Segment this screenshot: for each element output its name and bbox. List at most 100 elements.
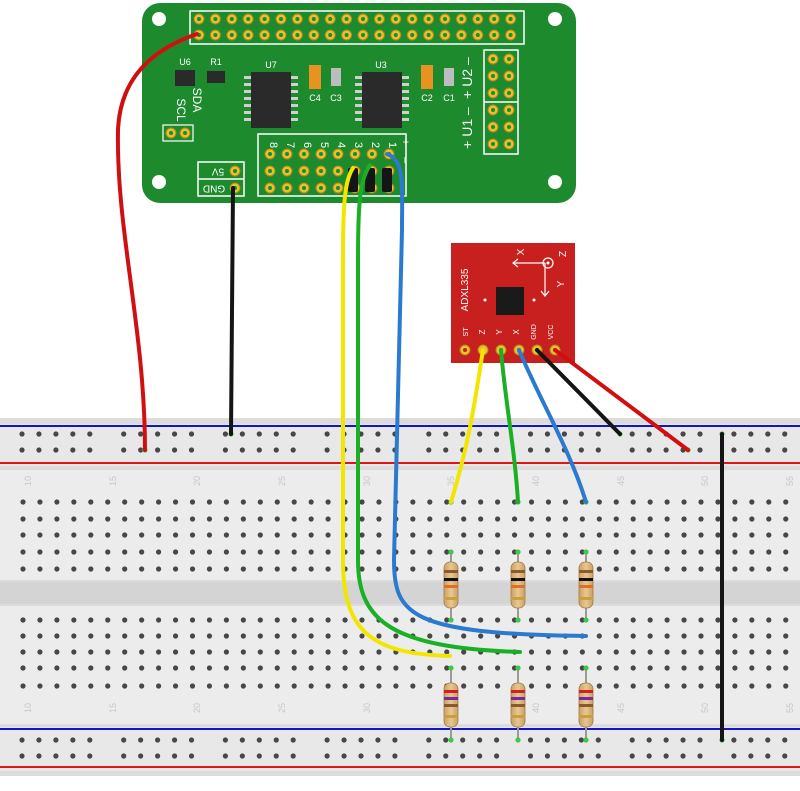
- c2-capacitor: [421, 65, 433, 89]
- wire-green-channel2[interactable]: [356, 163, 522, 654]
- col-num: 20: [192, 703, 202, 713]
- channel-4-label: 4: [335, 142, 347, 148]
- wire-green-y[interactable]: [499, 348, 520, 504]
- u1-u2-pins: [487, 53, 515, 150]
- sensor-name: ADXL335: [460, 268, 471, 311]
- u1-label: + U1 –: [459, 107, 475, 149]
- pin-label-st: ST: [463, 327, 470, 337]
- terminal-strip-bottom: [0, 606, 800, 724]
- wire-black-gnd[interactable]: [229, 186, 235, 436]
- axis-indicator: [512, 257, 554, 297]
- resistor[interactable]: [443, 668, 459, 740]
- top-power-rail: [0, 424, 800, 466]
- channel-header: [257, 133, 407, 197]
- u3-chip: [355, 72, 409, 128]
- col-num: 55: [785, 703, 795, 713]
- col-num: 40: [531, 703, 541, 713]
- col-num: 50: [700, 703, 710, 713]
- mounting-hole: [152, 12, 166, 26]
- axis-z-label: Z: [558, 251, 569, 257]
- bottom-power-rail: [0, 727, 800, 771]
- channel-1-label: 1: [386, 142, 398, 148]
- pin-label-x: X: [512, 329, 521, 335]
- axis-y-label: Y: [556, 280, 567, 287]
- resistor[interactable]: [578, 668, 594, 740]
- wire-black-sensor-gnd[interactable]: [535, 348, 622, 436]
- resistor[interactable]: [510, 552, 526, 620]
- u7-chip: [244, 72, 298, 128]
- channel-3-label: 3: [352, 142, 364, 148]
- resistor[interactable]: [578, 552, 594, 620]
- col-num: 45: [616, 703, 626, 713]
- u6-label: U6: [179, 57, 191, 67]
- r1-label: R1: [210, 57, 222, 67]
- c4-label: C4: [309, 93, 321, 103]
- wire-red-5v[interactable]: [115, 32, 199, 452]
- mounting-hole: [548, 175, 562, 189]
- jumper[interactable]: [382, 168, 392, 192]
- sensor-chip: [496, 287, 524, 315]
- col-num: 25: [277, 703, 287, 713]
- r1-resistor: [207, 71, 225, 83]
- u6-chip: [175, 70, 195, 86]
- col-num: 55: [785, 476, 795, 486]
- channel-6-label: 6: [301, 142, 313, 148]
- channel-8-label: 8: [267, 142, 279, 148]
- adxl335-sensor: ADXL335 X Y Z ST Z Y X GND VCC: [451, 243, 575, 363]
- c3-label: C3: [330, 93, 342, 103]
- wire-blue-channel1[interactable]: [385, 152, 588, 638]
- col-num: 50: [700, 476, 710, 486]
- col-num: 30: [362, 476, 372, 486]
- wire-red-sensor-vcc[interactable]: [553, 348, 690, 452]
- sda-label: SDA: [190, 88, 204, 113]
- wires: [115, 32, 724, 742]
- channel-labels: 8 7 6 5 4 3 2 1 + –: [267, 139, 411, 164]
- controller-board: U6 R1 SCL SDA U7 C4 C3 U3: [142, 3, 576, 203]
- gnd-label: GND: [203, 182, 225, 193]
- col-num: 15: [108, 476, 118, 486]
- column-numbers-top: 10 15 20 25 30 35 40 45 50 55: [23, 476, 795, 486]
- gpio-header: [193, 13, 517, 41]
- i2c-header: [162, 124, 194, 142]
- col-num: 40: [531, 476, 541, 486]
- minus-label: –: [399, 157, 411, 164]
- u2-label: + U2 –: [459, 57, 475, 99]
- pin-label-gnd: GND: [531, 324, 538, 340]
- channel-7-label: 7: [284, 142, 296, 148]
- col-num: 10: [23, 703, 33, 713]
- channel-5-label: 5: [318, 142, 330, 148]
- c1-label: C1: [443, 93, 455, 103]
- col-num: 15: [108, 703, 118, 713]
- c4-capacitor: [309, 65, 321, 89]
- scl-label: SCL: [174, 98, 188, 122]
- mounting-hole: [152, 175, 166, 189]
- col-num: 10: [23, 476, 33, 486]
- col-num: 45: [616, 476, 626, 486]
- gpio-header-outline: [189, 10, 525, 45]
- c2-label: C2: [421, 93, 433, 103]
- pin-label-y: Y: [495, 329, 504, 335]
- wire-yellow-channel3[interactable]: [341, 166, 452, 658]
- col-num: 30: [362, 703, 372, 713]
- wire-yellow-z[interactable]: [449, 348, 485, 504]
- resistor[interactable]: [443, 552, 459, 620]
- resistor[interactable]: [510, 668, 526, 740]
- c3-capacitor: [331, 68, 341, 86]
- col-num: 25: [277, 476, 287, 486]
- wire-blue-x[interactable]: [517, 348, 588, 504]
- c1-capacitor: [444, 68, 454, 86]
- u3-label: U3: [375, 60, 387, 70]
- 5v-label: 5V: [212, 165, 225, 176]
- axis-x-label: X: [516, 248, 527, 255]
- terminal-strip-top: [0, 470, 800, 580]
- resistors: [443, 552, 594, 740]
- pin-label-z: Z: [478, 329, 487, 334]
- pcb-body: [142, 3, 576, 203]
- u7-label: U7: [265, 60, 277, 70]
- col-num: 20: [192, 476, 202, 486]
- plus-label: +: [399, 139, 411, 145]
- pin-label-vcc: VCC: [548, 325, 555, 340]
- col-num: 35: [446, 476, 456, 486]
- channel-2-label: 2: [369, 142, 381, 148]
